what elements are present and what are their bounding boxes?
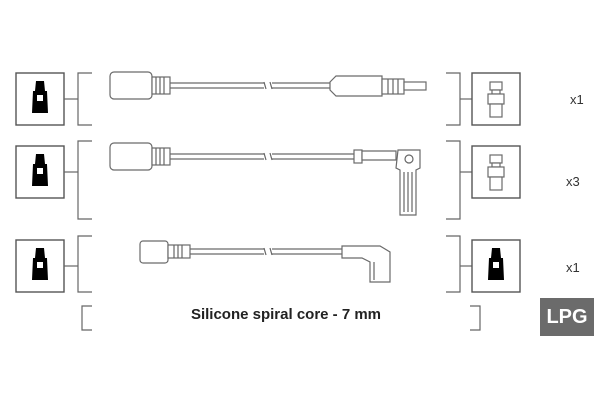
row-1-left-bracket <box>77 72 92 126</box>
row-3-cable <box>139 240 391 283</box>
row-2-right-connector-icon <box>460 145 521 199</box>
core-left-bracket <box>81 305 92 331</box>
row-2-cable <box>109 142 421 216</box>
row-3-left-bracket <box>77 235 92 293</box>
row-2-left-connector-icon <box>15 145 78 199</box>
row-1-right-bracket <box>446 72 461 126</box>
row-3-right-connector-icon <box>460 239 521 293</box>
row-1-cable <box>109 71 427 100</box>
row-1-left-connector-icon <box>15 72 78 126</box>
row-3-right-bracket <box>446 235 461 293</box>
core-label: Silicone spiral core - 7 mm <box>190 306 382 323</box>
row-1-right-connector-icon <box>460 72 521 126</box>
row-3-left-connector-icon <box>15 239 78 293</box>
row-1-quantity: x1 <box>570 92 584 107</box>
core-right-bracket <box>470 305 481 331</box>
lpg-badge: LPG <box>540 298 594 336</box>
row-2-quantity: x3 <box>566 174 580 189</box>
row-2-left-bracket <box>77 140 92 220</box>
row-2-right-bracket <box>446 140 461 220</box>
row-3-quantity: x1 <box>566 260 580 275</box>
